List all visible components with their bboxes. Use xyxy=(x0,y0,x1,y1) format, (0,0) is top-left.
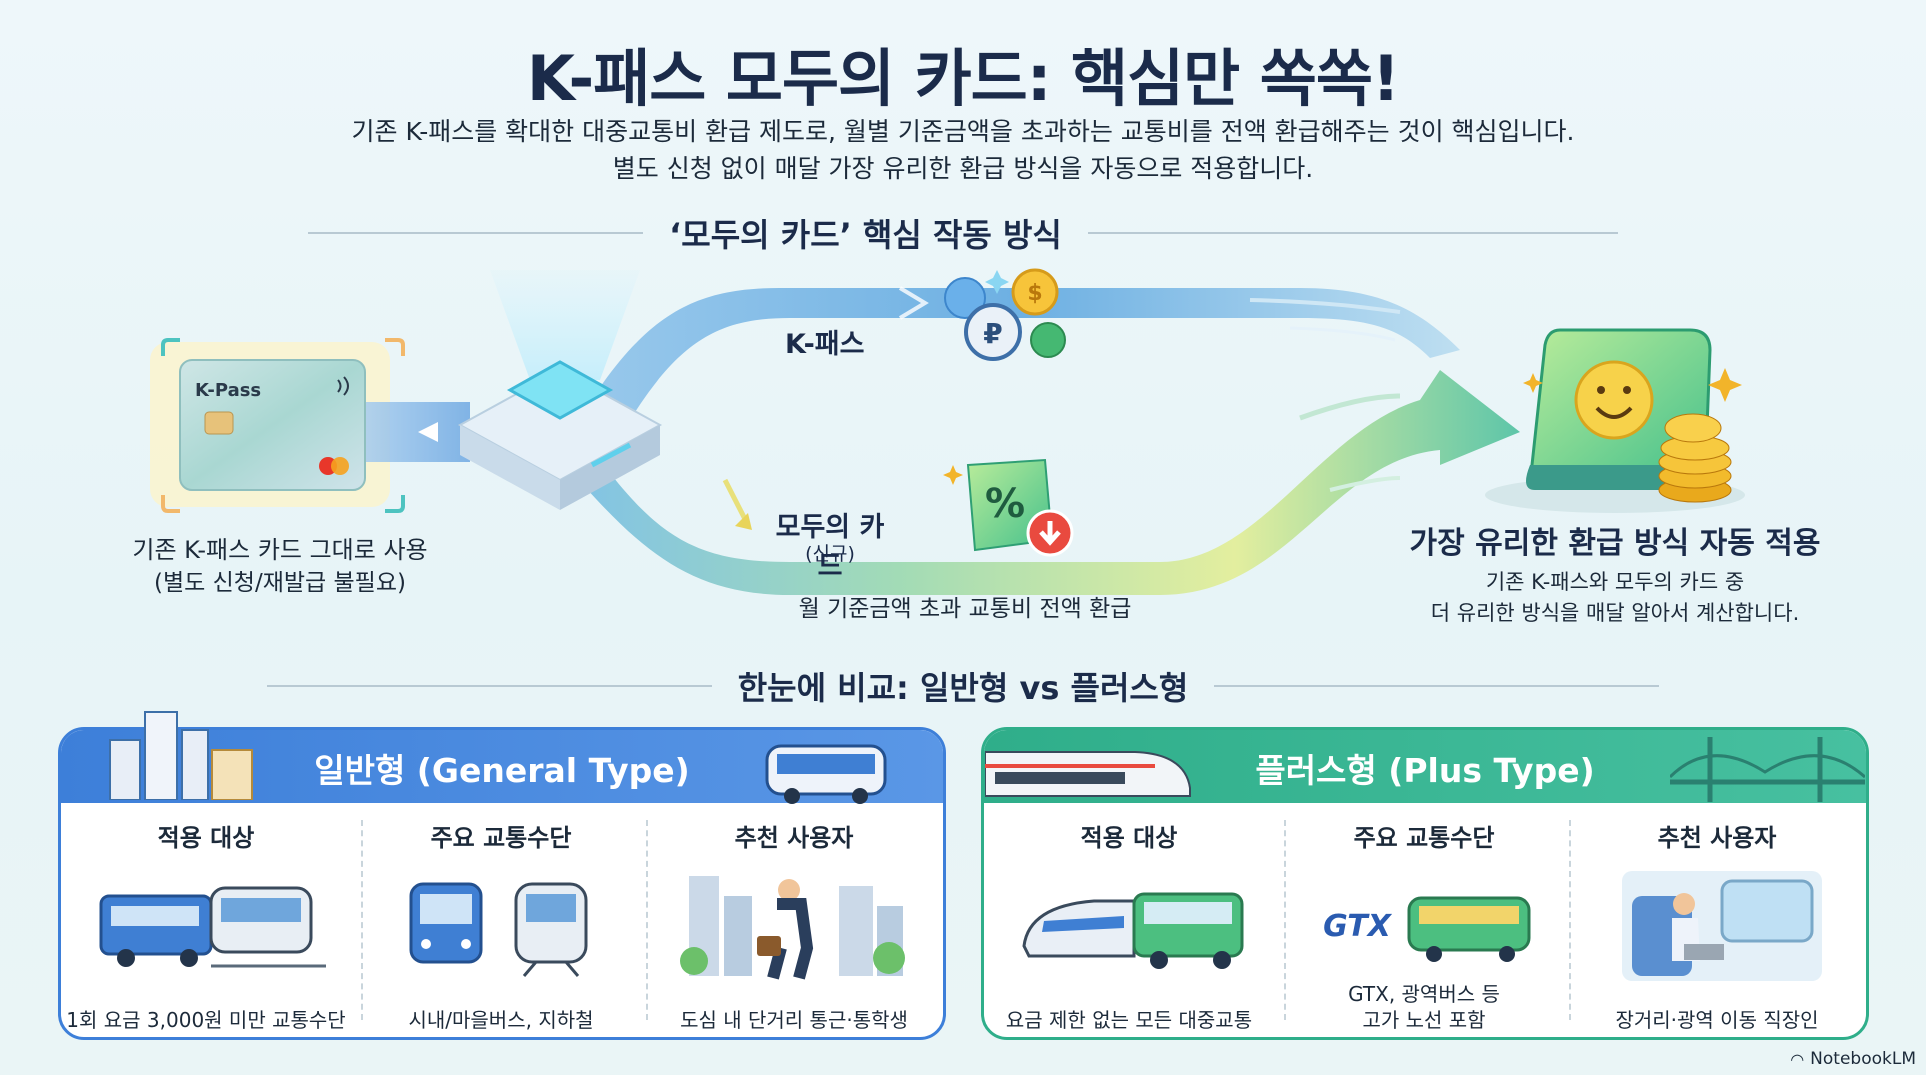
plus-col-transport: 주요 교통수단 GTX GTX, 광역버스 등 고가 노선 포함 xyxy=(1279,818,1569,1033)
smiley-eye xyxy=(1597,386,1605,394)
smiley-eye xyxy=(1623,386,1631,394)
arrow-head-icon xyxy=(735,513,752,530)
col-heading: 주요 교통수단 xyxy=(430,824,572,852)
coin-ruble-symbol: ₽ xyxy=(983,317,1002,350)
speed-line xyxy=(1249,298,1401,314)
express-train-and-bus-icon xyxy=(1022,892,1244,969)
hub-side-left xyxy=(460,425,560,510)
modu-card-new-label: (신규) xyxy=(805,543,855,565)
col-body-line-2: 고가 노선 포함 xyxy=(1362,1008,1486,1032)
card-caption-line-2: (별도 신청/재발급 불필요) xyxy=(154,570,406,596)
general-col-transport: 주요 교통수단 시내/마을버스, 지하철 xyxy=(356,818,646,1033)
high-speed-train-icon xyxy=(985,751,1191,797)
chevron-right-icon xyxy=(898,286,929,320)
coin-ruble-icon xyxy=(964,303,1022,361)
commuter-on-train-icon xyxy=(1622,871,1822,981)
section-heading-how-it-works: ‘모두의 카드’ 핵심 작동 방식 xyxy=(0,210,1926,256)
result-line-1: 기존 K-패스와 모두의 카드 중 xyxy=(1485,570,1745,594)
subtitle-line-1: 기존 K-패스를 확대한 대중교통비 환급 제도로, 월별 기준금액을 초과하는… xyxy=(351,117,1575,146)
col-heading: 적용 대상 xyxy=(1080,824,1178,852)
modu-card-path xyxy=(570,370,1520,595)
col-body: 도심 내 단거리 통근·통학생 xyxy=(680,1008,908,1032)
hub-led xyxy=(590,442,632,468)
commuter-icon xyxy=(680,876,905,980)
col-body: 시내/마을버스, 지하철 xyxy=(408,1008,594,1032)
coin-dollar-symbol: $ xyxy=(1027,281,1042,306)
k-pass-path-label: K-패스 xyxy=(785,329,865,360)
col-body-line-1: GTX, 광역버스 등 xyxy=(1348,982,1500,1006)
input-band xyxy=(360,402,470,462)
bus-and-subway-icon xyxy=(409,882,588,977)
bus-and-train-icon xyxy=(99,886,326,968)
col-body: 1회 요금 3,000원 미만 교통수단 xyxy=(66,1008,346,1032)
general-type-title: 일반형 (General Type) xyxy=(314,751,690,790)
flow-diagram: K-Pass $ ₽ % xyxy=(150,268,1745,595)
card-frame-corner xyxy=(161,338,180,356)
hub-side-right xyxy=(560,425,660,510)
hub-light-beam xyxy=(490,270,640,380)
k-pass-path xyxy=(590,288,1460,420)
gtx-logo: GTX xyxy=(1323,909,1393,944)
input-arrow-icon xyxy=(418,422,438,442)
card-brand-label: K-Pass xyxy=(195,380,261,401)
bus-icon xyxy=(765,744,887,804)
general-col-target: 적용 대상 1회 요금 3,000원 미만 교통수단 xyxy=(61,818,351,1033)
card-caption-line-1: 기존 K-패스 카드 그대로 사용 xyxy=(132,536,428,564)
sparkle-icon xyxy=(1523,373,1543,393)
section-heading-text: 한눈에 비교: 일반형 vs 플러스형 xyxy=(737,669,1189,707)
percent-symbol: % xyxy=(985,481,1025,527)
plus-type-title: 플러스형 (Plus Type) xyxy=(1255,751,1595,790)
city-buildings-icon xyxy=(109,711,253,800)
col-heading: 추천 사용자 xyxy=(1657,824,1777,852)
section-heading-text: ‘모두의 카드’ 핵심 작동 방식 xyxy=(669,216,1062,254)
smiley-face-icon xyxy=(1574,360,1654,440)
subtitle-line-2: 별도 신청 없이 매달 가장 유리한 환급 방식을 자동으로 적용합니다. xyxy=(612,154,1314,183)
notebooklm-logo-icon: ◠ xyxy=(1790,1049,1805,1069)
card-frame-corner xyxy=(385,338,405,356)
card-chip-icon xyxy=(204,411,234,435)
result-line-2: 더 유리한 방식을 매달 알아서 계산합니다. xyxy=(1430,601,1800,625)
coin-green-icon xyxy=(1030,322,1066,358)
card-frame-corner xyxy=(161,495,180,513)
modu-card-caption: 월 기준금액 초과 교통비 전액 환급 xyxy=(798,596,1132,622)
arrow-down-icon xyxy=(1039,521,1061,546)
document-curl xyxy=(1526,465,1700,490)
col-body: 요금 제한 없는 모든 대중교통 xyxy=(1005,1008,1253,1032)
column-divider xyxy=(646,820,648,1020)
page-title: K-패스 모두의 카드: 핵심만 쏙쏙! xyxy=(526,42,1400,115)
col-body: 장거리·광역 이동 직장인 xyxy=(1615,1008,1819,1032)
column-divider xyxy=(1569,820,1571,1020)
plus-col-target: 적용 대상 요금 제한 없는 모든 대중교통 xyxy=(984,818,1274,1033)
plus-col-user: 추천 사용자 장거리·광역 이동 직장인 xyxy=(1572,818,1862,1033)
gtx-and-express-bus-icon: GTX xyxy=(1323,896,1531,962)
speed-line xyxy=(1289,326,1396,342)
section-heading-comparison: 한눈에 비교: 일반형 vs 플러스형 xyxy=(0,663,1926,709)
coin-icon xyxy=(944,277,986,319)
smiley-mouth xyxy=(1595,406,1633,419)
speed-line xyxy=(1299,393,1401,421)
contactless-icon xyxy=(337,376,349,396)
col-heading: 추천 사용자 xyxy=(734,824,854,852)
card-frame-corner xyxy=(385,495,405,513)
sparkle-icon xyxy=(985,270,1009,294)
general-col-user: 추천 사용자 도심 내 단거리 통근·통학생 xyxy=(649,818,939,1033)
footer-brand-text: NotebookLM xyxy=(1810,1049,1916,1069)
card-logo-circle-orange xyxy=(331,457,349,475)
footer-brand: ◠ NotebookLM xyxy=(1790,1049,1916,1069)
hub-chip-icon xyxy=(506,360,614,420)
bridge-icon xyxy=(1670,737,1865,802)
sparkle-icon xyxy=(943,465,963,485)
result-title: 가장 유리한 환급 방식 자동 적용 xyxy=(1409,526,1821,561)
sparkle-icon xyxy=(1708,368,1742,402)
modu-card-path-label: 모두의 카드 xyxy=(775,512,885,582)
column-divider xyxy=(1284,820,1286,1020)
k-pass-card xyxy=(179,359,366,491)
col-heading: 주요 교통수단 xyxy=(1353,824,1495,852)
coin-dollar-icon xyxy=(1011,268,1059,316)
col-heading: 적용 대상 xyxy=(157,824,255,852)
speed-line xyxy=(1329,476,1401,492)
column-divider xyxy=(361,820,363,1020)
coin-dollar-icon xyxy=(1664,413,1722,443)
